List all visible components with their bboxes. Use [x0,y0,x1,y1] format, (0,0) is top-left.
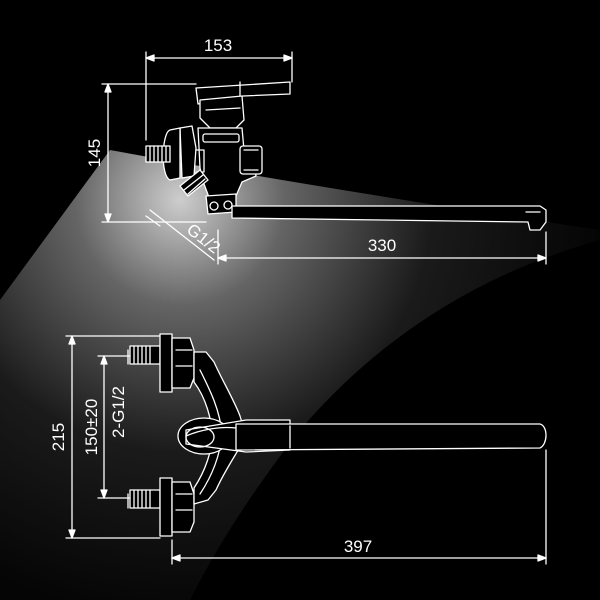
dim-total-width-lines [171,449,547,565]
dim-top-height: 145 [85,139,104,167]
dim-front-spacing-lines [97,355,131,499]
dim-top-width-lines [145,51,293,141]
dim-spout-lines [217,229,547,265]
dim-total-width: 397 [344,537,372,556]
front-view-mixer [129,333,547,537]
dim-front-height-lines [65,335,161,539]
dim-front-spacing: 150±20 [82,399,101,456]
dim-thread-lines [145,209,215,261]
dim-spout-length: 330 [368,236,396,255]
dim-front-thread: 2-G1/2 [109,386,128,438]
dim-top-width: 153 [204,36,232,55]
light-glow [0,150,600,600]
dim-front-height: 215 [49,423,68,451]
side-view-mixer [145,81,547,231]
